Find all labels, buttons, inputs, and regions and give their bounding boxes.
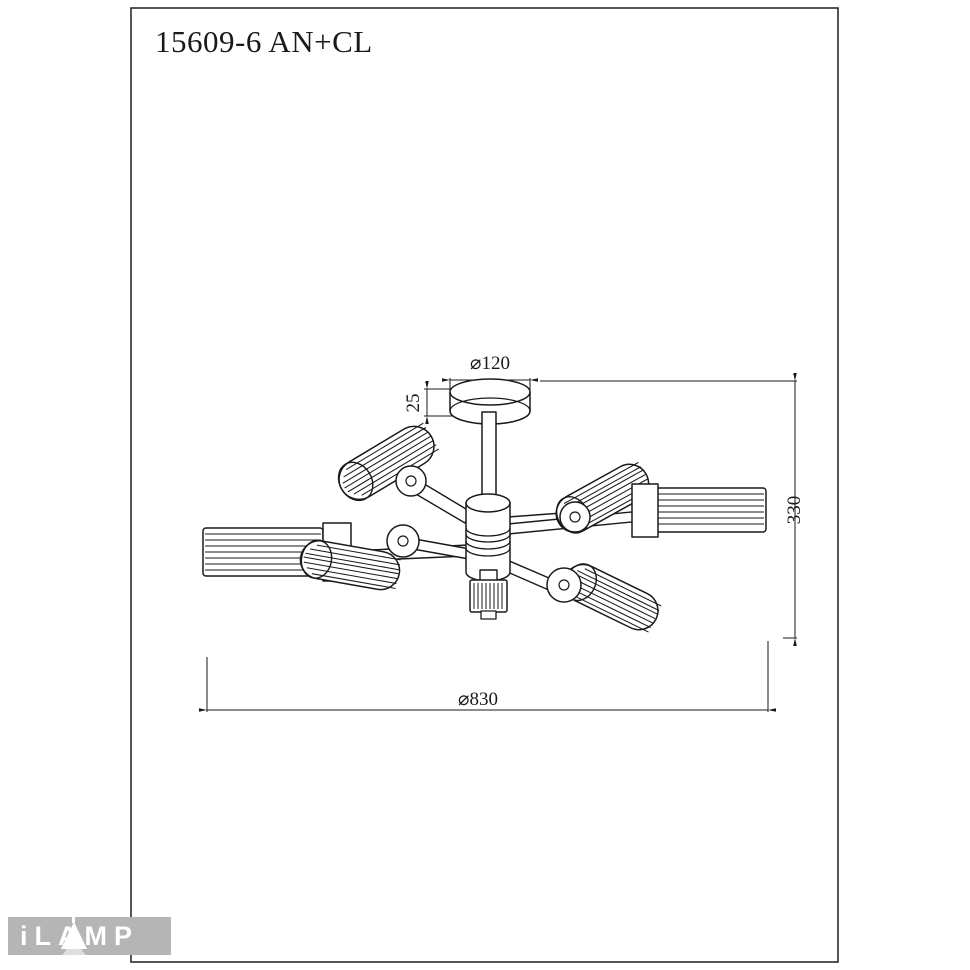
dimension-label-overall-diameter: ⌀830 [458,689,498,710]
fluted-shade-lower-right [546,563,662,633]
fluted-shade-right [631,483,767,538]
page-title: 15609-6 AN+CL [155,24,373,59]
drawing-frame [130,7,839,963]
ceiling-canopy [449,378,531,425]
light-fixture [202,378,767,633]
fluted-shade-upper-right [555,461,653,534]
dimension-overall-diameter [199,641,776,712]
dimension-label-canopy-height: 25 [403,394,424,413]
watermark-background [8,917,171,955]
dimension-overall-height [540,373,797,646]
drop-rod [481,411,497,503]
dimension-label-canopy-diameter: ⌀120 [470,353,510,374]
dimension-label-overall-height: 330 [784,496,805,525]
watermark-lamp-icon [56,914,92,963]
watermark-text: iLAMP [20,921,139,951]
fluted-shade-mid-left [299,524,420,591]
central-hub [465,493,511,582]
bottom-finial [469,569,508,620]
fluted-shade-upper-left [337,422,440,502]
